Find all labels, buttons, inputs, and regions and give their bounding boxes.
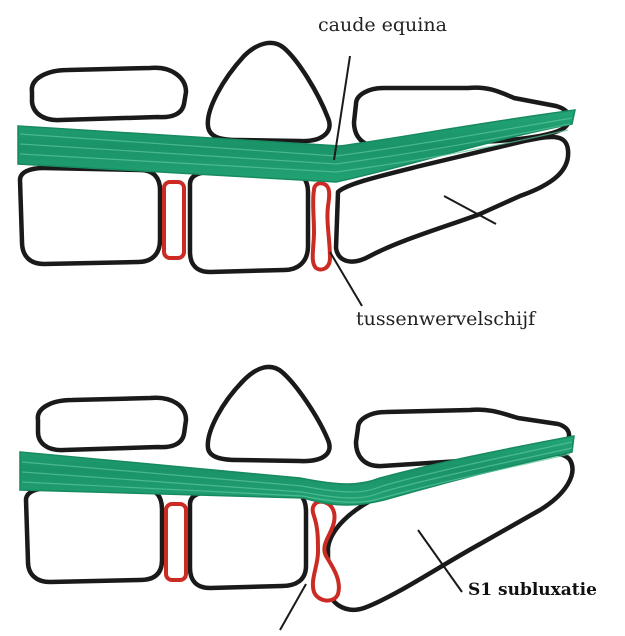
subluxation-label: S1 subluxatie — [468, 580, 597, 600]
top-arch-left — [32, 68, 186, 120]
bottom-spinous-process — [208, 367, 330, 461]
top-panel — [18, 43, 575, 306]
bottom-disc-1 — [166, 504, 186, 580]
cauda-equina-label: caude equina — [318, 14, 447, 36]
top-disc-2 — [313, 183, 330, 269]
top-disc-1 — [164, 182, 184, 258]
bottom-vertebra-2 — [190, 492, 306, 588]
top-spinous-process — [208, 43, 330, 141]
bottom-arch-left — [38, 398, 186, 450]
disc-label: tussenwervelschijf — [356, 308, 535, 330]
top-vertebra-1 — [20, 168, 160, 264]
top-vertebra-2 — [190, 172, 308, 272]
bottom-vertebra-1 — [26, 488, 162, 582]
bottom-disc-leader — [280, 584, 306, 630]
